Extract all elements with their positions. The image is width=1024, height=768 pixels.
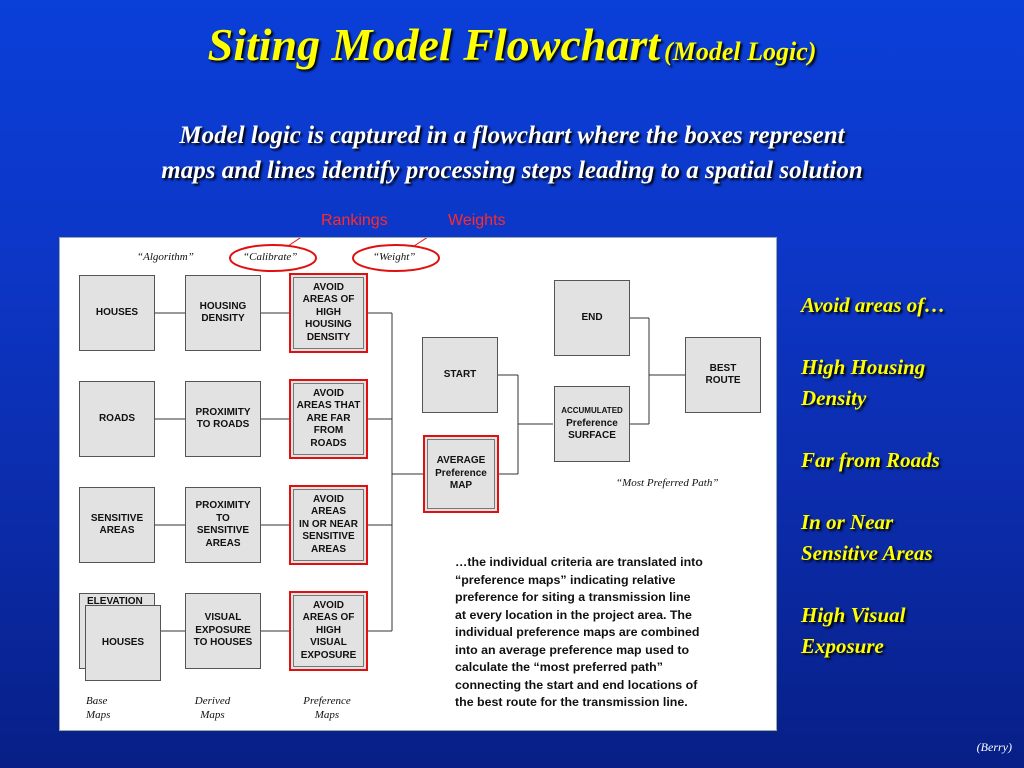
derived-map-proximity-roads: PROXIMITY TO ROADS: [185, 381, 261, 457]
criteria-line: High Housing: [801, 355, 926, 379]
title-main: Siting Model Flowchart: [207, 19, 661, 70]
paragraph-line: preference for siting a transmission lin…: [455, 590, 691, 604]
slide-subtitle: Model logic is captured in a flowchart w…: [0, 118, 1024, 188]
footer-preference-maps: Preference Maps: [303, 695, 351, 721]
criteria-item-visual: High Visual Exposure: [801, 600, 1016, 662]
slide-title: Siting Model Flowchart (Model Logic): [0, 18, 1024, 71]
accumulated-sublabel: Preference SURFACE: [566, 417, 618, 442]
preference-map-far-from-roads: AVOID AREAS THAT ARE FAR FROM ROADS: [289, 379, 368, 459]
base-map-houses: HOUSES: [79, 275, 155, 351]
weights-label: Weights: [448, 212, 506, 229]
subtitle-line-2: maps and lines identify processing steps…: [161, 157, 863, 184]
paragraph-line: …the individual criteria are translated …: [455, 555, 703, 569]
base-map-houses-2: HOUSES: [85, 605, 161, 681]
paragraph-line: “preference maps” indicating relative: [455, 572, 676, 587]
best-route-box: BEST ROUTE: [685, 337, 761, 413]
footer-base-maps: Base Maps: [86, 695, 111, 721]
criteria-line: High Visual: [801, 603, 906, 627]
accumulated-label: ACCUMULATED: [561, 406, 623, 416]
derived-map-visual-exposure: VISUAL EXPOSURE TO HOUSES: [185, 593, 261, 669]
header-algorithm: “Algorithm”: [137, 251, 194, 263]
paragraph-line: at every location in the project area. T…: [455, 607, 692, 622]
criteria-line: Far from Roads: [801, 448, 940, 472]
criteria-item-housing: High Housing Density: [801, 352, 1016, 414]
criteria-item-roads: Far from Roads: [801, 445, 1016, 476]
connector-lines: [155, 238, 685, 632]
average-preference-map: AVERAGE Preference MAP: [423, 435, 499, 513]
base-map-sensitive-areas: SENSITIVE AREAS: [79, 487, 155, 563]
criteria-line: In or Near: [801, 510, 894, 534]
credit-text: (Berry): [976, 740, 1012, 754]
explanation-paragraph: …the individual criteria are translated …: [455, 554, 755, 712]
end-box: END: [554, 280, 630, 356]
accumulated-surface: ACCUMULATED Preference SURFACE: [554, 386, 630, 462]
criteria-line: Exposure: [801, 634, 884, 658]
paragraph-line: the best route for the transmission line…: [455, 695, 688, 709]
most-preferred-path-label: “Most Preferred Path”: [616, 477, 719, 489]
title-sub: (Model Logic): [664, 37, 817, 66]
criteria-list: Avoid areas of… High Housing Density Far…: [801, 290, 1016, 693]
derived-map-proximity-sensitive: PROXIMITY TO SENSITIVE AREAS: [185, 487, 261, 563]
footer-derived-maps: Derived Maps: [194, 695, 231, 721]
paragraph-line: individual preference maps are combined: [455, 625, 700, 639]
base-map-roads: ROADS: [79, 381, 155, 457]
paragraph-line: calculate the “most preferred path”: [455, 660, 663, 674]
criteria-item-sensitive: In or Near Sensitive Areas: [801, 507, 1016, 569]
criteria-intro: Avoid areas of…: [801, 293, 946, 317]
rankings-label: Rankings: [321, 212, 388, 229]
start-box: START: [422, 337, 498, 413]
preference-map-sensitive-areas: AVOID AREAS IN OR NEAR SENSITIVE AREAS: [289, 485, 368, 565]
subtitle-line-1: Model logic is captured in a flowchart w…: [179, 122, 845, 149]
flowchart-panel: “Algorithm” “Calibrate” “Weight” HOUSES …: [59, 237, 777, 731]
preference-map-housing-density: AVOID AREAS OF HIGH HOUSING DENSITY: [289, 273, 368, 353]
preference-map-visual-exposure: AVOID AREAS OF HIGH VISUAL EXPOSURE: [289, 591, 368, 671]
derived-map-housing-density: HOUSING DENSITY: [185, 275, 261, 351]
criteria-line: Sensitive Areas: [801, 541, 933, 565]
paragraph-line: connecting the start and end locations o…: [455, 677, 698, 692]
paragraph-line: into an average preference map used to: [455, 642, 690, 657]
header-weight: “Weight”: [373, 251, 416, 263]
criteria-line: Density: [801, 386, 867, 410]
header-calibrate: “Calibrate”: [243, 251, 298, 263]
